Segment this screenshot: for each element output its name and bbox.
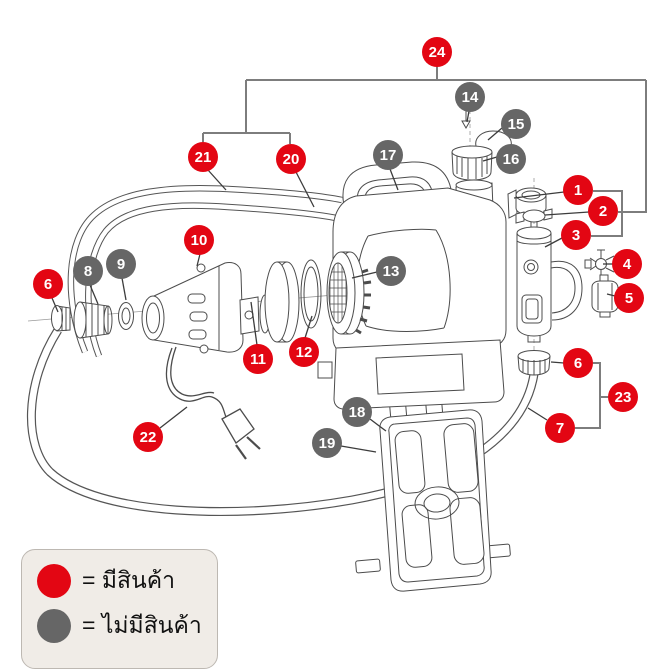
tank-body [317, 161, 507, 410]
power-cord [165, 346, 261, 460]
legend-row-in-stock: = มีสินค้า [37, 563, 205, 599]
filler-cap-parts [451, 104, 512, 181]
stock-legend: = มีสินค้า = ไม่มีสินค้า [21, 549, 218, 669]
in-stock-dot-icon [37, 564, 71, 598]
leader-lines [51, 110, 616, 453]
out-of-stock-dot-icon [37, 609, 71, 643]
out-of-stock-label: = ไม่มีสินค้า [82, 612, 202, 638]
in-stock-label: = มีสินค้า [82, 567, 176, 593]
spray-wand-tubes [67, 184, 343, 358]
exploded-parts-drawing [26, 66, 647, 592]
bracket-lines [202, 66, 647, 429]
pump-assembly [507, 187, 619, 376]
base-plate [355, 397, 511, 592]
motor-exploded-group [51, 251, 372, 354]
legend-row-out-of-stock: = ไม่มีสินค้า [37, 608, 205, 644]
